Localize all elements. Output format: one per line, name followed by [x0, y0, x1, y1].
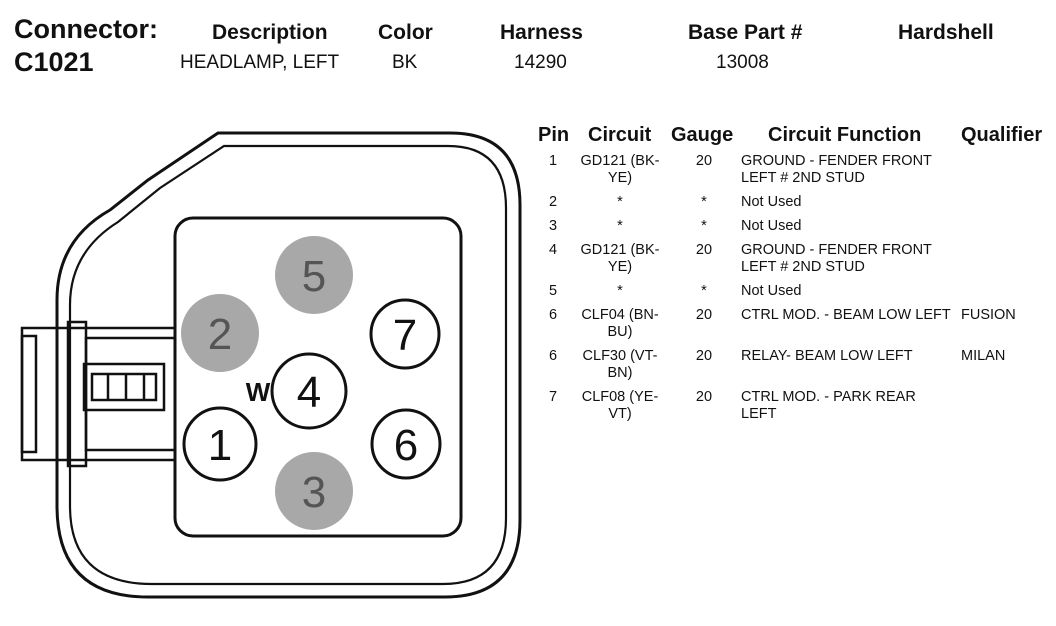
latch-pin-body [82, 362, 166, 412]
connector-label: Connector: [14, 14, 158, 44]
pin-cavity-circle [181, 294, 259, 372]
connector-outer-shell [55, 131, 522, 599]
table-cell-pin-number: 4 [548, 242, 558, 258]
table-cell-circuit-id: CLF04 (BN-BU) [581, 307, 659, 340]
description-value: HEADLAMP, LEFT [180, 52, 340, 73]
table-cell-qualifier: MILAN [961, 348, 1006, 364]
gauge-column-header: Gauge [671, 124, 734, 146]
table-cell-circuit-function: GROUND - FENDER FRONT LEFT # 2ND STUD [741, 242, 932, 275]
pin-7: 7 [369, 298, 441, 370]
pin-1: 1 [182, 406, 258, 482]
pin-cavity-circle [275, 236, 353, 314]
connector-shell-inner-outline [68, 144, 508, 586]
table-cell-circuit-function: RELAY- BEAM LOW LEFT [741, 348, 913, 364]
pin-5: 5 [275, 236, 353, 314]
latch-tab [20, 334, 38, 454]
locking-latch [20, 320, 177, 468]
table-cell-pin-number: 5 [548, 283, 558, 299]
latch-bar [84, 336, 177, 452]
table-cell-circuit-function: Not Used [741, 194, 802, 210]
pin-number-label: 7 [393, 311, 417, 360]
table-cell-circuit-id: * [617, 283, 623, 299]
latch-frame [20, 326, 177, 462]
pin-number-label: 6 [394, 421, 418, 470]
circuit-column-header: Circuit [588, 124, 652, 146]
pin-cavities: 1 2 3 4 5 6 7 [181, 236, 442, 530]
pin-column-header: Pin [538, 124, 570, 146]
qualifier-column-header: Qualifier [961, 124, 1043, 146]
table-cell-wire-gauge: 20 [695, 153, 713, 169]
pin-3: 3 [275, 452, 353, 530]
pin-number-label: 4 [297, 368, 321, 417]
table-cell-circuit-id: CLF30 (VT-BN) [582, 348, 658, 381]
table-cell-wire-gauge: 20 [695, 389, 713, 405]
table-cell-circuit-function: CTRL MOD. - BEAM LOW LEFT [741, 307, 951, 323]
color-value: BK [392, 52, 418, 73]
hardshell-header: Hardshell [898, 21, 994, 44]
pin-cavity-circle [270, 352, 348, 430]
table-cell-pin-number: 7 [548, 389, 558, 405]
table-cell-wire-gauge: 20 [695, 348, 713, 364]
base-part-header: Base Part # [688, 21, 803, 44]
pin-cavity-circle [370, 408, 442, 480]
harness-value: 14290 [514, 52, 567, 73]
pin-cavity-circle [369, 298, 441, 370]
pin-number-label: 1 [208, 421, 232, 470]
table-cell-qualifier: FUSION [961, 307, 1016, 323]
connector-id: C1021 [14, 47, 94, 77]
pin-number-label: 3 [302, 468, 326, 517]
table-cell-pin-number: 6 [548, 307, 558, 323]
table-cell-wire-gauge: 20 [695, 307, 713, 323]
table-cell-circuit-id: GD121 (BK-YE) [580, 242, 660, 275]
table-cell-pin-number: 1 [548, 153, 558, 169]
keying-mark-label: W [246, 377, 271, 407]
table-cell-circuit-id: * [617, 218, 623, 234]
table-cell-pin-number: 2 [548, 194, 558, 210]
latch-pin-tip [90, 372, 158, 402]
pin-number-label: 5 [302, 252, 326, 301]
table-cell-wire-gauge: * [701, 194, 707, 210]
keying-mark: W [246, 377, 271, 407]
table-cell-wire-gauge: * [701, 218, 707, 234]
pin-2: 2 [181, 294, 259, 372]
table-cell-circuit-function: CTRL MOD. - PARK REAR LEFT [741, 389, 916, 422]
table-cell-circuit-function: Not Used [741, 283, 802, 299]
table-cell-circuit-function: Not Used [741, 218, 802, 234]
pin-cavity-circle [275, 452, 353, 530]
circuit-function-column-header: Circuit Function [768, 124, 922, 146]
description-header: Description [212, 21, 328, 44]
pin-6: 6 [370, 408, 442, 480]
table-cell-pin-number: 6 [548, 348, 558, 364]
table-cell-pin-number: 3 [548, 218, 558, 234]
table-cell-wire-gauge: 20 [695, 242, 713, 258]
table-cell-circuit-function: GROUND - FENDER FRONT LEFT # 2ND STUD [741, 153, 932, 186]
pin-number-label: 2 [208, 310, 232, 359]
pin-4: 4 [270, 352, 348, 430]
table-cell-circuit-id: GD121 (BK-YE) [580, 153, 660, 186]
color-header: Color [378, 21, 433, 44]
pin-cavity-circle [182, 406, 258, 482]
harness-header: Harness [500, 21, 583, 44]
base-part-value: 13008 [716, 52, 769, 73]
table-cell-wire-gauge: * [701, 283, 707, 299]
table-cell-circuit-id: CLF08 (YE-VT) [581, 389, 659, 422]
table-cell-circuit-id: * [617, 194, 623, 210]
